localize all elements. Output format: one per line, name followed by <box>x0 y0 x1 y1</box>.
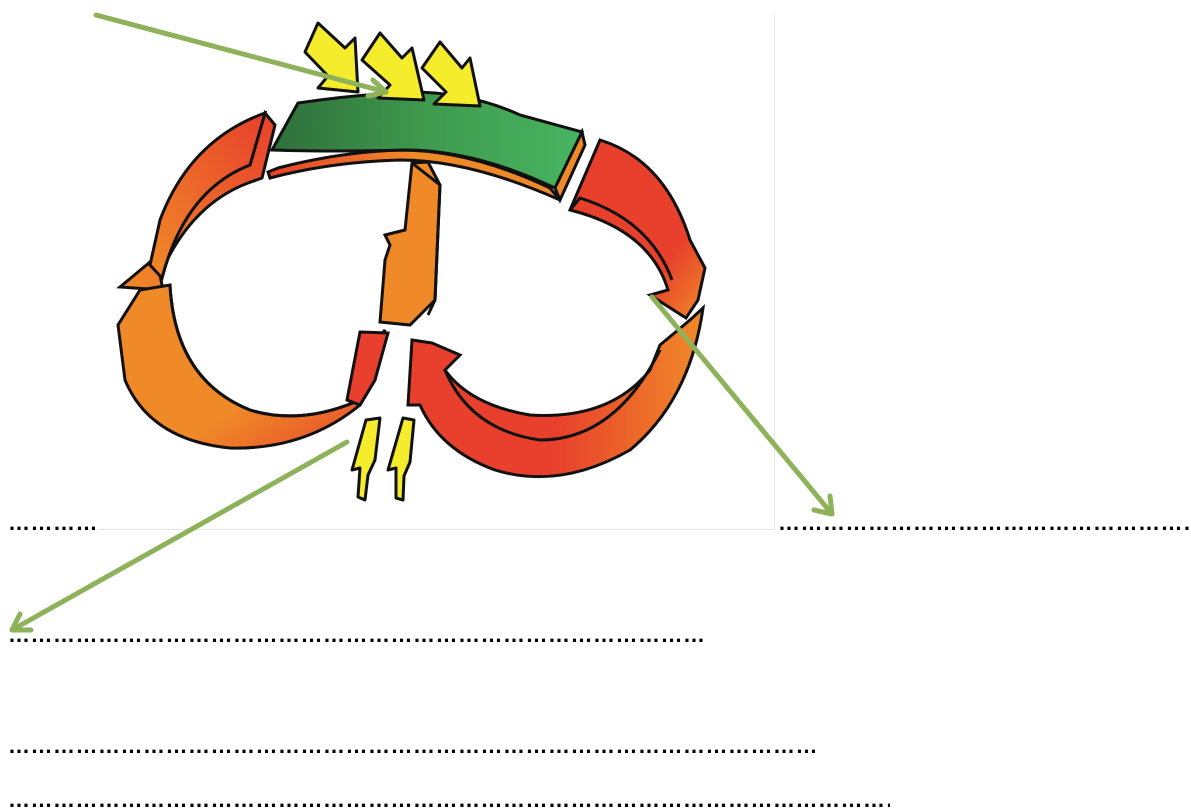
blank-top-left: ………… <box>8 512 98 534</box>
incoming-yellow-arrows-top <box>305 23 480 106</box>
right-lower-arc-arrow <box>408 308 703 477</box>
blank-right: …………………………………………………………… <box>778 512 1191 534</box>
center-up-arrow <box>380 162 440 325</box>
left-lower-arc-arrow <box>118 285 388 448</box>
blank-bottom-left: ………………………………………………………………………………… <box>8 624 713 646</box>
pointer-arrow-bottom-left <box>12 442 347 630</box>
right-upper-arc-arrow <box>570 140 705 318</box>
incoming-yellow-arrows-bottom <box>352 418 414 500</box>
pointer-arrow-right <box>652 297 832 514</box>
blank-line-2: …………………………………………………………………………………………………… <box>8 735 818 757</box>
left-upper-arc-arrow <box>120 113 275 290</box>
blank-line-3: …………………………………………………………………………………………………………… <box>8 789 890 811</box>
